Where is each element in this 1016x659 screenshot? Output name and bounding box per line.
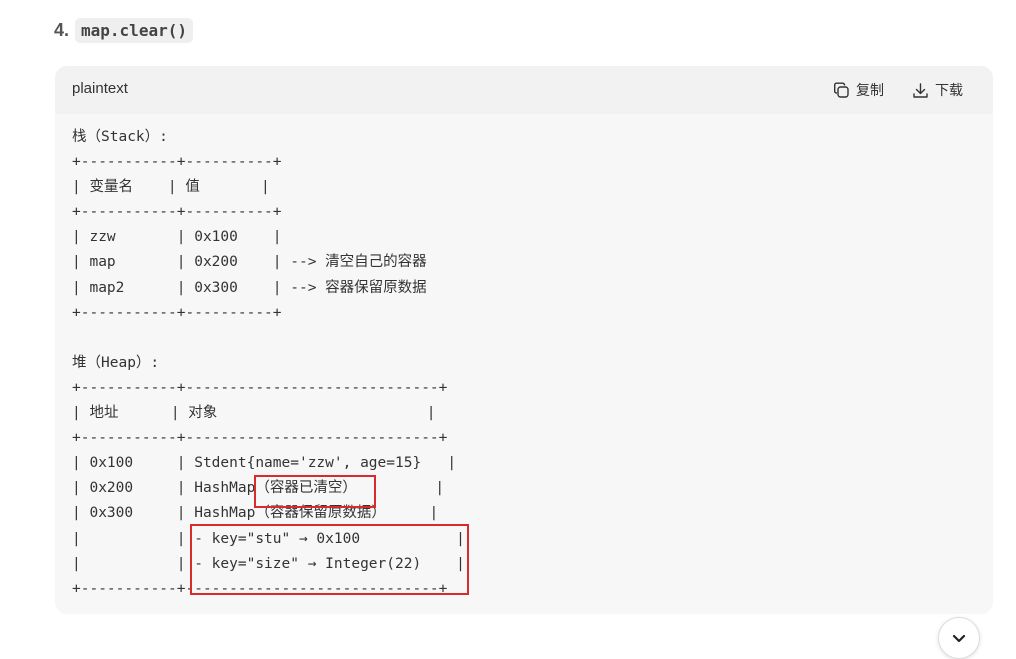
- code-content: 栈（Stack）: +-----------+----------+ | 变量名 |…: [72, 125, 465, 602]
- code-line: 栈（Stack）:: [72, 129, 168, 145]
- code-line: +-----------+---------------------------…: [72, 430, 448, 447]
- code-line: | 变量名 | 值 |: [72, 179, 270, 196]
- download-icon: [913, 82, 928, 98]
- chevron-down-icon: [952, 634, 966, 643]
- copy-icon: [834, 82, 849, 98]
- code-line: [72, 326, 465, 351]
- copy-label: 复制: [856, 83, 884, 99]
- code-line: +-----------+----------+: [72, 204, 282, 221]
- heading-number: 4.: [54, 19, 70, 40]
- code-line: | 地址 | 对象 |: [72, 405, 436, 422]
- copy-button[interactable]: 复制: [833, 78, 884, 102]
- code-line: 堆（Heap）:: [72, 354, 160, 371]
- scroll-down-button[interactable]: [938, 617, 980, 659]
- download-button[interactable]: 下载: [912, 78, 963, 102]
- code-line: | 0x200 | HashMap（容器已清空） |: [72, 480, 445, 497]
- code-line: | zzw | 0x100 |: [72, 229, 282, 246]
- section-heading: 4. map.clear(): [54, 16, 193, 44]
- code-line: +-----------+---------------------------…: [72, 580, 448, 597]
- code-line: | | - key="stu" → 0x100 |: [72, 530, 465, 547]
- code-line: +-----------+---------------------------…: [72, 379, 448, 396]
- code-line: | 0x100 | Stdent{name='zzw', age=15} |: [72, 455, 457, 472]
- code-language-label: plaintext: [72, 80, 128, 97]
- download-label: 下载: [935, 83, 963, 99]
- code-line: +-----------+----------+: [72, 304, 282, 321]
- code-block: plaintext 复制 下载 栈（Stack）: +-----------+--…: [55, 66, 993, 614]
- code-line: | 0x300 | HashMap（容器保留原数据） |: [72, 505, 439, 522]
- code-line: +-----------+----------+: [72, 154, 282, 171]
- code-line: | map | 0x200 | --> 清空自己的容器: [72, 254, 427, 271]
- code-line: | | - key="size" → Integer(22) |: [72, 555, 465, 572]
- code-line: | map2 | 0x300 | --> 容器保留原数据: [72, 279, 427, 296]
- code-block-header: plaintext 复制 下载: [55, 66, 993, 114]
- heading-code: map.clear(): [75, 17, 193, 43]
